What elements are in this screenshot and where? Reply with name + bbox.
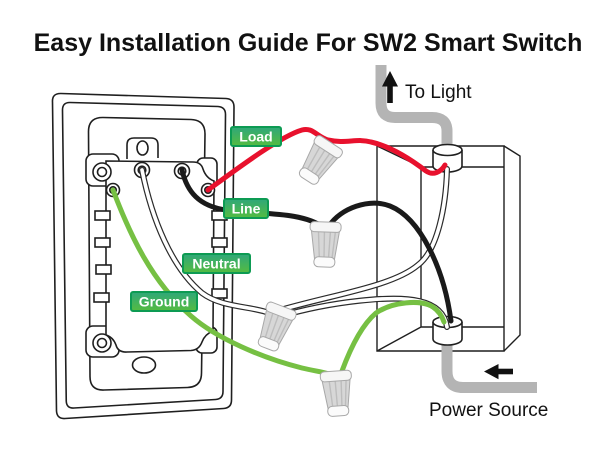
to-light-cable <box>375 65 453 153</box>
label-load-text: Load <box>239 129 272 145</box>
wall-switch <box>51 92 235 420</box>
label-line: Line <box>223 198 269 219</box>
mounting-hole-top <box>136 140 149 156</box>
label-ground-text: Ground <box>139 294 190 310</box>
side-tabs <box>93 210 228 303</box>
junction-box-side <box>503 145 521 352</box>
left-arrow-icon <box>484 364 513 380</box>
to-light-label: To Light <box>405 82 472 103</box>
page-title: Easy Installation Guide For SW2 Smart Sw… <box>34 29 583 57</box>
label-line-text: Line <box>232 201 261 217</box>
mounting-hole-bottom <box>131 356 157 374</box>
label-neutral-text: Neutral <box>192 256 240 272</box>
wire-ground <box>110 187 447 377</box>
label-neutral: Neutral <box>182 253 251 274</box>
cable-clamp-top <box>432 143 463 173</box>
label-ground: Ground <box>130 291 198 312</box>
label-load: Load <box>230 126 282 147</box>
wire-nut-line <box>308 220 342 269</box>
power-source-cable <box>441 337 537 393</box>
wire-nut-ground <box>319 369 355 418</box>
up-arrow-icon <box>382 71 398 103</box>
power-source-label: Power Source <box>429 400 548 421</box>
